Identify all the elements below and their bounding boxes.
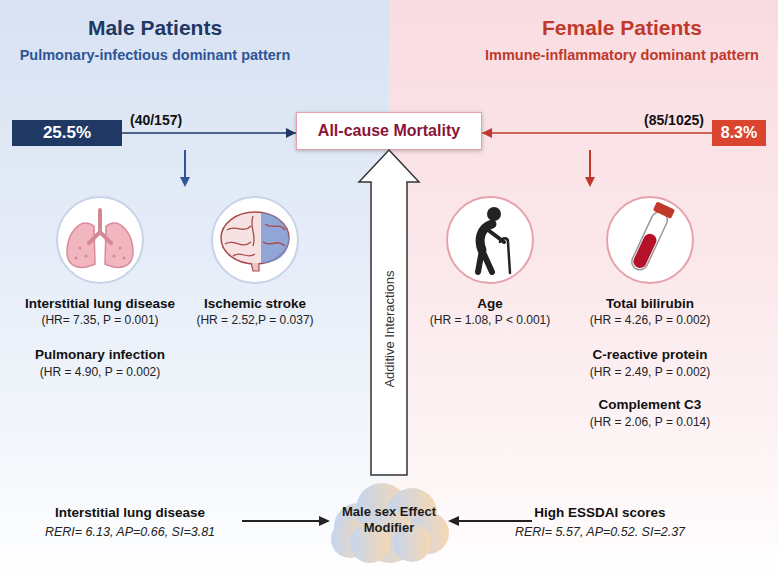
effect-modifier-cloud: Male sex Effect Modifier bbox=[324, 475, 454, 565]
connector bbox=[359, 150, 419, 475]
annotation: RERI= 5.57, AP=0.52. SI=2.37 bbox=[480, 525, 720, 540]
circle-shape bbox=[447, 197, 533, 283]
annotation: (HR = 2.49, P = 0.002) bbox=[530, 365, 770, 380]
factor-name: Interstitial lung disease bbox=[5, 296, 195, 312]
circle-caption: Age(HR = 1.08, P < 0.001) bbox=[395, 296, 585, 328]
annotation: Pulmonary infection bbox=[0, 347, 220, 363]
hazard-ratio: (HR = 1.08, P < 0.001) bbox=[395, 313, 585, 328]
box-label: All-cause Mortality bbox=[318, 122, 460, 140]
panel-subtitle: Immune-inflammatory dominant pattern bbox=[472, 47, 772, 63]
hazard-ratio: (HR= 7.35, P = 0.001) bbox=[5, 313, 195, 328]
female-panel: Female PatientsImmune-inflammatory domin… bbox=[389, 0, 778, 583]
factor-name: Age bbox=[395, 296, 585, 312]
cloud-puffs bbox=[331, 483, 449, 563]
edge-label: (40/157) bbox=[130, 112, 182, 128]
annotation: Complement C3 bbox=[530, 397, 770, 413]
connector-line bbox=[122, 132, 296, 134]
annotation: (HR = 2.06, P = 0.014) bbox=[530, 415, 770, 430]
circle-caption: Total bilirubin(HR = 4.26, P = 0.002) bbox=[555, 296, 745, 328]
circle-outline bbox=[210, 195, 300, 285]
connector bbox=[122, 128, 296, 138]
hazard-ratio: (HR = 4.26, P = 0.002) bbox=[555, 313, 745, 328]
circle-caption: Interstitial lung disease(HR= 7.35, P = … bbox=[5, 296, 195, 328]
risk-factor-circle: Ischemic stroke(HR = 2.52,P = 0.037) bbox=[160, 195, 350, 325]
annotation: C-reactive protein bbox=[530, 347, 770, 363]
risk-factor-circle: Total bilirubin(HR = 4.26, P = 0.002) bbox=[555, 195, 745, 325]
annotation: High ESSDAI scores bbox=[480, 505, 720, 521]
arrowhead bbox=[286, 128, 296, 138]
circle-outline bbox=[445, 195, 535, 285]
risk-factor-circle: Age(HR = 1.08, P < 0.001) bbox=[395, 195, 585, 325]
circle-shape bbox=[607, 197, 693, 283]
annotation: RERI= 6.13, AP=0.66, SI=3.81 bbox=[10, 525, 250, 540]
connector-line bbox=[482, 132, 712, 134]
male-panel: Male PatientsPulmonary-infectious domina… bbox=[0, 0, 389, 583]
modifier-label: Male sex Effect Modifier bbox=[337, 504, 441, 536]
mortality-rate-box: 25.5% bbox=[12, 120, 122, 146]
edge-label: Additive Interactions bbox=[381, 182, 397, 475]
outcome-box: All-cause Mortality bbox=[296, 112, 482, 150]
hazard-ratio: (HR = 2.52,P = 0.037) bbox=[160, 313, 350, 328]
circle-shape bbox=[212, 197, 298, 283]
box-label: 8.3% bbox=[721, 124, 757, 142]
mortality-rate-box: 8.3% bbox=[712, 120, 766, 146]
cloud-text-wrap: Male sex Effect Modifier bbox=[324, 475, 454, 565]
arrowhead bbox=[482, 128, 492, 138]
risk-factor-circle: Interstitial lung disease(HR= 7.35, P = … bbox=[5, 195, 195, 325]
edge-label: (85/1025) bbox=[644, 112, 704, 128]
circle-shape bbox=[57, 197, 143, 283]
panel-title: Female Patients bbox=[472, 16, 772, 40]
panel-subtitle: Pulmonary-infectious dominant pattern bbox=[5, 47, 305, 63]
connector bbox=[482, 128, 712, 138]
factor-name: Total bilirubin bbox=[555, 296, 745, 312]
annotation: Interstitial lung disease bbox=[10, 505, 250, 521]
hollow-arrow bbox=[359, 150, 419, 475]
circle-outline bbox=[55, 195, 145, 285]
annotation: (HR = 4.90, P = 0.002) bbox=[0, 365, 220, 380]
box-label: 25.5% bbox=[43, 123, 91, 143]
factor-name: Ischemic stroke bbox=[160, 296, 350, 312]
circle-outline bbox=[605, 195, 695, 285]
circle-caption: Ischemic stroke(HR = 2.52,P = 0.037) bbox=[160, 296, 350, 328]
panel-title: Male Patients bbox=[5, 16, 305, 40]
